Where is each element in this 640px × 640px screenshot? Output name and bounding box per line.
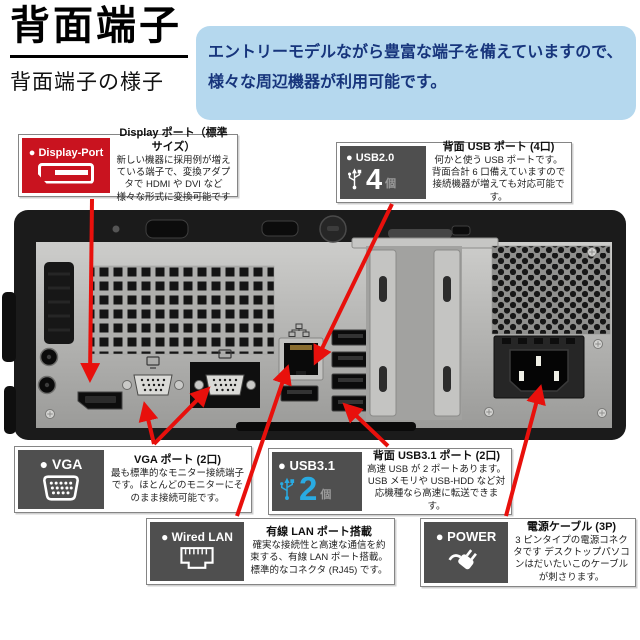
vga-text: VGA ポート (2口) 最も標準的なモニター接続端子です。ほとんどのモニターに… [107, 450, 248, 509]
arrow-usb31 [342, 402, 390, 448]
power-title: 電源ケーブル (3P) [526, 520, 617, 533]
arrow-usb20 [313, 203, 394, 366]
lan-port [278, 323, 324, 381]
usb20-badge: ● USB2.0 4 個 [340, 146, 426, 199]
vga-icon [43, 475, 79, 501]
displayport-text: Display ポート（標準サイズ） 新しい機器に採用例が増えている端子で、変換… [113, 127, 234, 203]
handle-block [44, 262, 74, 344]
callout-usb31: ● USB3.1 2 個 背面 USB3.1 ポート (2口) 高速 USB が… [268, 448, 512, 515]
usb31-badge: ● USB3.1 2 個 [272, 452, 362, 511]
displayport-badge: ● Display-Port [22, 138, 110, 193]
usb-port-below-lan [280, 385, 319, 402]
displayport-icon [38, 162, 94, 184]
arrow-displayport [80, 198, 101, 383]
pc-chassis [2, 210, 626, 440]
power-plug-icon [448, 549, 477, 570]
intro-line-2: 様々な周辺機器が利用可能です。 [208, 74, 447, 92]
intro-line-1: エントリーモデルながら豊富な端子を備えていますので、 [208, 44, 623, 61]
lan-icon [180, 547, 214, 569]
displayport-port [77, 391, 123, 410]
usb3-icon [280, 477, 295, 501]
intro-text-box: エントリーモデルながら豊富な端子を備えていますので、 様々な周辺機器が利用可能で… [196, 26, 636, 120]
page-title: 背面端子 [10, 2, 188, 58]
usb-icon [347, 168, 362, 190]
callout-vga: ● VGA VGA ポート (2口) 最も標準的なモニター接続端子です。ほとんど… [14, 446, 252, 513]
power-badge-label: ● POWER [435, 528, 497, 544]
displayport-badge-label: ● Display-Port [28, 147, 104, 160]
usb31-body: 高速 USB が 2 ポートあります。USB メモリや USB-HDD など対応… [367, 463, 506, 512]
case-screws [45, 247, 607, 419]
displayport-title: Display ポート（標準サイズ） [119, 127, 228, 153]
vga-body: 最も標準的なモニター接続端子です。ほとんどのモニターにそのまま接続可能です。 [110, 467, 244, 504]
usb31-count-unit: 個 [320, 489, 332, 502]
usb31-text: 背面 USB3.1 ポート (2口) 高速 USB が 2 ポートあります。US… [365, 449, 508, 512]
vga-badge: ● VGA [18, 450, 104, 509]
vga-badge-label: ● VGA [39, 456, 83, 473]
lan-title: 有線 LAN ポート搭載 [266, 526, 372, 539]
usb-symbols [373, 337, 383, 392]
lan-text: 有線 LAN ポート搭載 確実な接続性と高速な通信を約束する、有線 LAN ポー… [247, 522, 391, 581]
callout-displayport: ● Display-Port Display ポート（標準サイズ） 新しい機器に… [18, 127, 238, 203]
audio-jacks [37, 347, 59, 395]
usb20-count-unit: 個 [385, 178, 397, 191]
power-text: 電源ケーブル (3P) 3 ピンタイプの電源コネクタです デスクトップパソコンは… [511, 520, 632, 583]
usb20-badge-label: ● USB2.0 [346, 151, 395, 164]
usb31-title: 背面 USB3.1 ポート (2口) [372, 449, 501, 462]
usb-ports-column [331, 329, 383, 412]
displayport-body: 新しい機器に採用例が増えている端子で、変換アダプタで HDMI や DVI など… [116, 154, 231, 203]
usb20-body: 何かと使う USB ポートです。背面合計 6 口備えていますので接続機器が増えて… [431, 154, 566, 203]
expansion-slots [351, 237, 499, 420]
lan-badge-label: ● Wired LAN [161, 529, 233, 544]
vga-title: VGA ポート (2口) [134, 454, 221, 467]
lan-badge: ● Wired LAN [150, 522, 244, 581]
psu-fan-grille [491, 245, 611, 335]
page-subtitle: 背面端子の様子 [10, 71, 164, 94]
vga-port-1 [122, 356, 184, 396]
thumbscrew [319, 215, 347, 243]
usb20-text: 背面 USB ポート (4口) 何かと使う USB ポートです。背面合計 6 口… [429, 141, 568, 203]
callout-usb20: ● USB2.0 4 個 背面 USB ポート (4口) 何かと使う USB ポ… [336, 141, 572, 203]
power-body: 3 ピンタイプの電源コネクタです デスクトップパソコンはだいたいこのケーブルが刺… [513, 534, 630, 583]
arrow-vga1 [138, 401, 159, 445]
usb20-count: 4 [366, 163, 383, 196]
lan-body: 確実な接続性と高速な通信を約束する、有線 LAN ポート搭載。標準的なコネクタ … [250, 539, 388, 576]
power-inlet [493, 335, 585, 399]
usb31-badge-label: ● USB3.1 [278, 457, 335, 473]
callout-power: ● POWER 電源ケーブル (3P) 3 ピンタイプの電源コネクタです デスク… [420, 518, 636, 587]
usb31-count: 2 [299, 470, 318, 508]
power-badge: ● POWER [424, 522, 508, 583]
vga-port-2 [190, 349, 260, 408]
callout-lan: ● Wired LAN 有線 LAN ポート搭載 確実な接続性と高速な通信を約束… [146, 518, 395, 585]
arrow-vga2 [152, 386, 211, 446]
usb20-title: 背面 USB ポート (4口) [442, 140, 555, 153]
vent-grille [91, 265, 275, 355]
